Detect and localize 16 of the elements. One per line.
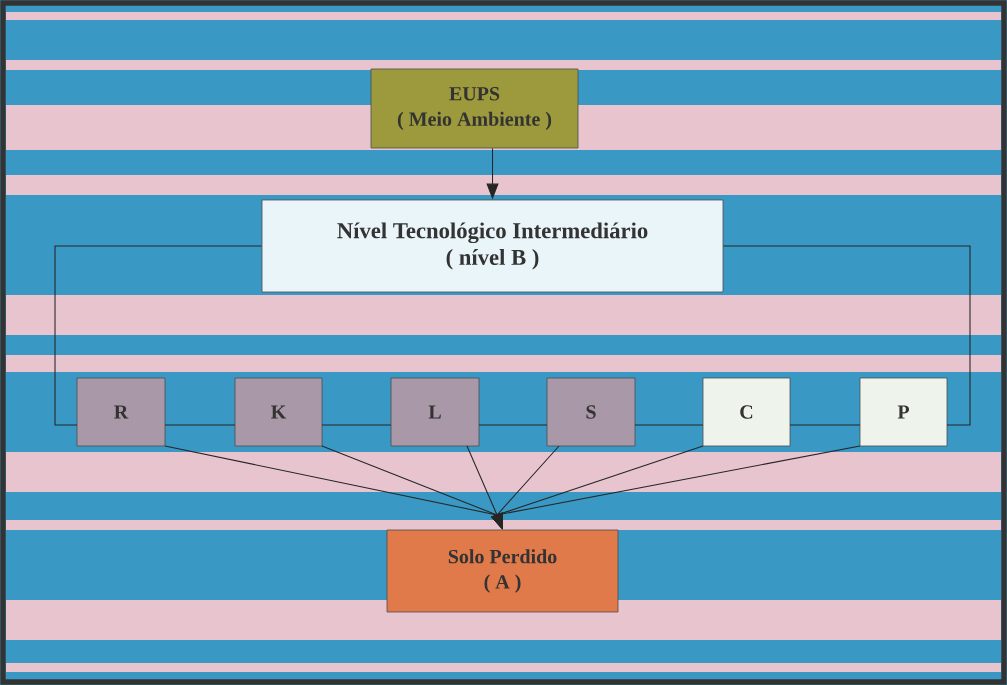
process-box: P (859, 377, 948, 447)
connector-line (164, 424, 236, 426)
process-box: R (76, 377, 166, 447)
process-box: C (702, 377, 791, 447)
process-box: Nível Tecnológico Intermediário ( nível B ) (261, 199, 724, 293)
connector-line (722, 245, 971, 426)
connector-line (478, 424, 548, 426)
process-box: EUPS ( Meio Ambiente ) (370, 68, 579, 149)
process-box: L (390, 377, 480, 447)
connector-line (789, 424, 861, 426)
process-box: Solo Perdido ( A ) (386, 529, 619, 613)
connector-line (54, 245, 263, 426)
process-box: S (546, 377, 636, 447)
connector-line (321, 424, 392, 426)
connector-line (634, 424, 704, 426)
process-box: K (234, 377, 323, 447)
